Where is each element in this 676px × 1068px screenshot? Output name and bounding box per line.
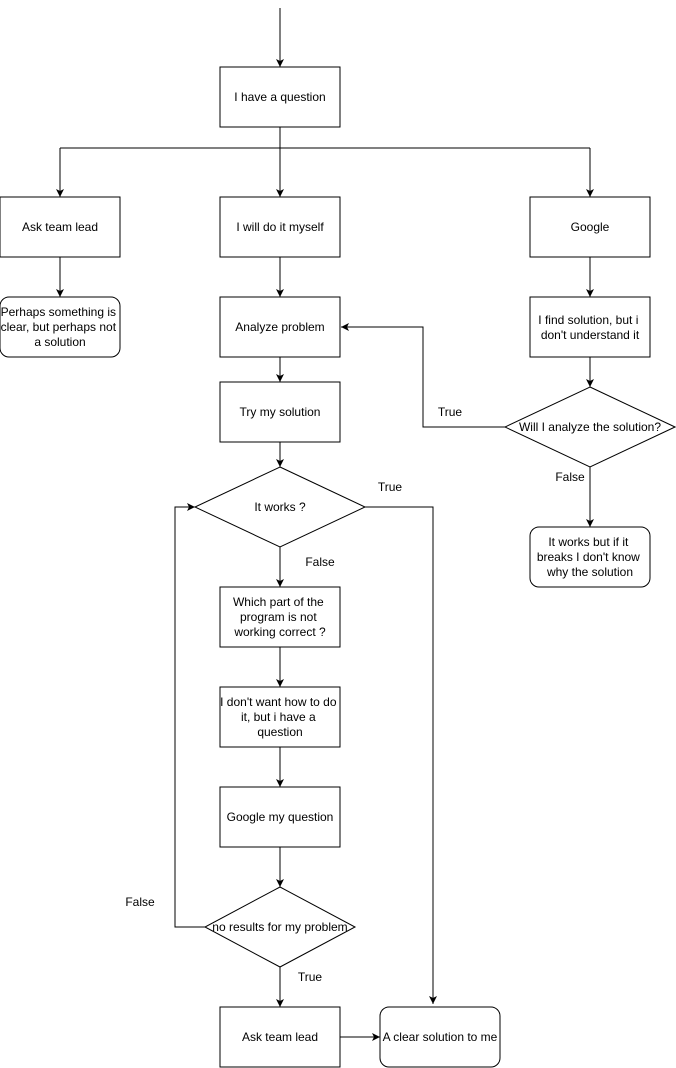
node-perhaps-line-1: Perhaps something is [1, 305, 116, 319]
node-question-text: I have a question [234, 90, 325, 104]
node-ask-team-lead-bottom: Ask team lead [219, 1006, 341, 1068]
label-it-works-false: False [305, 555, 335, 569]
node-try-solution: Try my solution [219, 381, 341, 443]
node-google-question-shape [219, 786, 341, 848]
node-perhaps-shape [0, 296, 121, 358]
node-analyze-problem: Analyze problem [219, 296, 341, 358]
label-no-results-true: True [298, 970, 323, 984]
node-google-top-line: Google [571, 220, 610, 234]
node-do-it-myself-line: I will do it myself [236, 220, 324, 234]
node-dont-want-shape [219, 686, 341, 748]
node-works-but-shape [529, 526, 651, 588]
node-works-but-text: It works but if it breaks I don't know w… [537, 535, 643, 579]
node-clear-solution-text: A clear solution to me [383, 1030, 498, 1044]
node-it-works: It works ? [193, 466, 367, 548]
node-will-analyze-shape [503, 386, 676, 468]
node-google-top: Google [529, 196, 651, 258]
node-works-but-line-1: It works but if it [548, 535, 629, 549]
node-analyze-problem-shape [219, 296, 341, 358]
node-ask-team-lead-bottom-text: Ask team lead [242, 1030, 318, 1044]
node-analyze-problem-text: Analyze problem [235, 320, 324, 334]
node-find-solution-line-1: I find solution, but i [538, 313, 638, 327]
node-google-question-line: Google my question [227, 810, 334, 824]
node-which-part: Which part of the program is not working… [219, 586, 341, 648]
label-no-results-false: False [125, 895, 155, 909]
node-dont-want-line-1: I don't want how to do [220, 695, 337, 709]
edge-will-analyze-true [341, 323, 505, 428]
node-which-part-line-3: working correct ? [233, 625, 326, 639]
node-no-results-shape [203, 886, 357, 968]
node-no-results-text: no results for my problem [212, 920, 347, 934]
node-find-solution-shape [529, 296, 651, 358]
node-it-works-text: It works ? [254, 500, 306, 514]
node-which-part-line-2: program is not [240, 610, 317, 624]
label-will-analyze-false: False [555, 470, 585, 484]
label-it-works-true: True [378, 480, 403, 494]
node-ask-team-lead-top: Ask team lead [0, 196, 121, 258]
node-clear-solution-shape [379, 1006, 501, 1068]
node-will-analyze: Will I analyze the solution? [503, 386, 676, 468]
node-dont-want-line-3: question [257, 725, 302, 739]
node-ask-team-lead-bottom-shape [219, 1006, 341, 1068]
node-dont-want: I don't want how to do it, but i have a … [219, 686, 341, 748]
node-dont-want-text: I don't want how to do it, but i have a … [220, 695, 340, 739]
node-perhaps-text: Perhaps something is clear, but perhaps … [1, 305, 120, 349]
node-will-analyze-text: Will I analyze the solution? [519, 420, 661, 434]
node-try-solution-line: Try my solution [240, 405, 321, 419]
edge-it-works-true [365, 506, 437, 1004]
node-no-results-line: no results for my problem [212, 920, 347, 934]
node-perhaps-line-3: a solution [34, 335, 85, 349]
node-try-solution-shape [219, 381, 341, 443]
node-which-part-text: Which part of the program is not working… [233, 595, 327, 639]
node-do-it-myself-shape [219, 196, 341, 258]
node-perhaps-line-2: clear, but perhaps not [1, 320, 117, 334]
node-clear-solution-line: A clear solution to me [383, 1030, 498, 1044]
node-works-but-line-3: why the solution [546, 565, 633, 579]
node-works-but: It works but if it breaks I don't know w… [529, 526, 651, 588]
node-analyze-problem-line: Analyze problem [235, 320, 324, 334]
node-question-shape [219, 66, 341, 128]
node-clear-solution: A clear solution to me [379, 1006, 501, 1068]
node-question-line: I have a question [234, 90, 325, 104]
node-which-part-shape [219, 586, 341, 648]
node-try-solution-text: Try my solution [240, 405, 321, 419]
node-ask-team-lead-bottom-line: Ask team lead [242, 1030, 318, 1044]
edge-labels: True False True False False True [125, 405, 585, 984]
edge-no-results-false [174, 503, 208, 928]
label-will-analyze-true: True [438, 405, 463, 419]
node-no-results: no results for my problem [203, 886, 357, 968]
node-do-it-myself: I will do it myself [219, 196, 341, 258]
nodes: I have a question Ask team lead I will d… [0, 66, 676, 1068]
node-do-it-myself-text: I will do it myself [236, 220, 324, 234]
node-works-but-line-2: breaks I don't know [537, 550, 640, 564]
node-ask-team-lead-top-text: Ask team lead [22, 220, 98, 234]
node-find-solution: I find solution, but i don't understand … [529, 296, 651, 358]
node-find-solution-line-2: don't understand it [541, 328, 640, 342]
edges [56, 8, 594, 1041]
node-dont-want-line-2: it, but i have a [241, 710, 316, 724]
node-it-works-line: It works ? [254, 500, 306, 514]
node-find-solution-text: I find solution, but i don't understand … [538, 313, 641, 342]
node-which-part-line-1: Which part of the [233, 595, 324, 609]
node-google-question-text: Google my question [227, 810, 334, 824]
node-google-top-shape [529, 196, 651, 258]
node-google-question: Google my question [219, 786, 341, 848]
node-it-works-shape [193, 466, 367, 548]
node-ask-team-lead-top-line: Ask team lead [22, 220, 98, 234]
node-will-analyze-line: Will I analyze the solution? [519, 420, 661, 434]
node-perhaps: Perhaps something is clear, but perhaps … [0, 296, 121, 358]
node-google-top-text: Google [571, 220, 610, 234]
node-question: I have a question [219, 66, 341, 128]
node-ask-team-lead-top-shape [0, 196, 121, 258]
